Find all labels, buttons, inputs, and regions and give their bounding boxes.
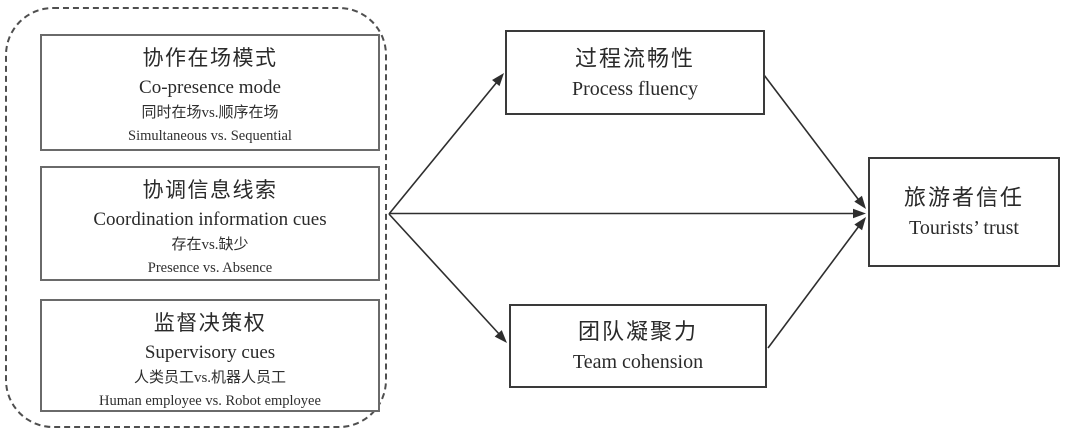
co-presence-title-en: Co-presence mode <box>139 77 281 98</box>
supervisory-levels-en: Human employee vs. Robot employee <box>99 393 321 409</box>
arrow-antecedents-to-team-cohension <box>388 213 507 343</box>
team-cohension-title-zh: 团队凝聚力 <box>577 319 698 344</box>
outcome-box-tourists-trust: 旅游者信任 Tourists’ trust <box>868 157 1060 267</box>
tourists-trust-title-zh: 旅游者信任 <box>903 185 1024 210</box>
supervisory-title-zh: 监督决策权 <box>153 311 267 335</box>
coordination-levels-en: Presence vs. Absence <box>147 260 273 276</box>
co-presence-title-zh: 协作在场模式 <box>142 46 278 70</box>
arrow-team-cohension-to-tourists-trust <box>767 217 866 349</box>
antecedent-box-coordination-cues: 协调信息线索 Coordination information cues 存在v… <box>40 166 380 281</box>
supervisory-levels-zh: 人类员工vs.机器人员工 <box>133 370 287 386</box>
tourists-trust-title-en: Tourists’ trust <box>909 217 1019 239</box>
coordination-title-en: Coordination information cues <box>93 209 327 230</box>
co-presence-levels-zh: 同时在场vs.顺序在场 <box>141 105 279 121</box>
process-fluency-title-en: Process fluency <box>571 77 699 100</box>
coordination-title-zh: 协调信息线索 <box>142 178 278 202</box>
mediator-box-team-cohension: 团队凝聚力 Team cohension <box>509 304 767 388</box>
antecedent-box-co-presence-mode: 协作在场模式 Co-presence mode 同时在场vs.顺序在场 Simu… <box>40 34 380 151</box>
antecedent-box-supervisory-cues: 监督决策权 Supervisory cues 人类员工vs.机器人员工 Huma… <box>40 299 380 412</box>
supervisory-title-en: Supervisory cues <box>144 342 276 363</box>
team-cohension-title-en: Team cohension <box>572 351 704 373</box>
independent-variables-group: 协作在场模式 Co-presence mode 同时在场vs.顺序在场 Simu… <box>5 7 387 428</box>
process-fluency-title-zh: 过程流畅性 <box>574 45 695 71</box>
coordination-levels-zh: 存在vs.缺少 <box>171 237 249 253</box>
arrow-process-fluency-to-tourists-trust <box>763 74 866 209</box>
co-presence-levels-en: Simultaneous vs. Sequential <box>128 128 292 144</box>
arrow-antecedents-to-process-fluency <box>388 73 504 215</box>
arrow-antecedents-to-tourists-trust <box>389 208 866 219</box>
mediator-box-process-fluency: 过程流畅性 Process fluency <box>505 30 765 115</box>
